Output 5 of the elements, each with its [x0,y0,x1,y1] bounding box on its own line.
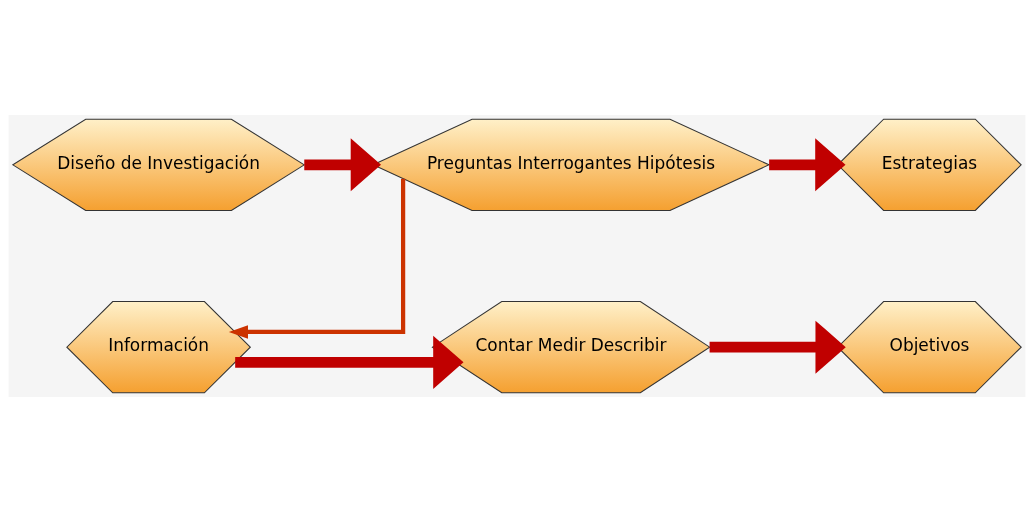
arrow [769,138,846,192]
arrow [235,335,464,389]
arrow [228,178,406,339]
arrow [304,138,381,192]
arrow [709,320,846,374]
